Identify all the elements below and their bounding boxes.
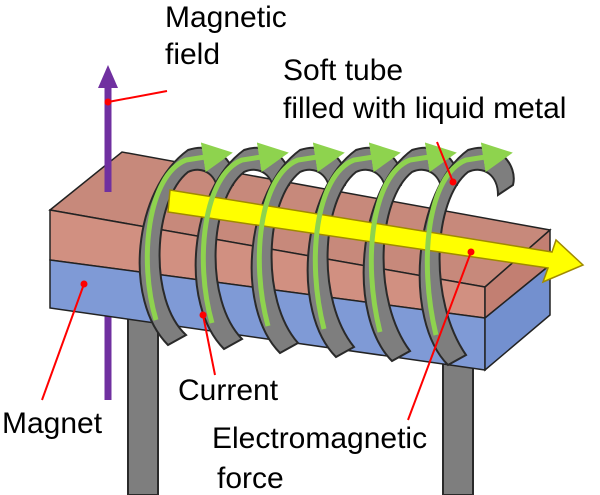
label-current: Current — [178, 374, 279, 407]
tube-right-leg — [442, 354, 474, 495]
label-soft-tube-line1: Soft tube — [283, 54, 403, 87]
leader-soft-tube — [436, 141, 454, 183]
current-arrow — [312, 142, 401, 330]
leader-magnet — [41, 283, 85, 401]
label-soft-tube-line2: filled with liquid metal — [283, 92, 566, 125]
label-em-force-line2: force — [217, 462, 284, 495]
electromagnetic-force-arrow — [167, 189, 585, 284]
label-magnetic-field-line2: field — [165, 38, 220, 71]
current-arrow — [144, 142, 233, 321]
leader-dot-em-force — [467, 248, 475, 256]
current-arrow — [256, 142, 345, 327]
leader-dot-soft-tube — [449, 178, 457, 186]
magnet-block — [48, 151, 552, 372]
leader-current — [202, 314, 216, 376]
leader-dot-magnetic-field — [104, 98, 112, 106]
label-em-force-line1: Electromagnetic — [212, 422, 427, 455]
leader-dot-magnet — [80, 280, 88, 288]
label-magnet: Magnet — [2, 407, 103, 440]
leader-dot-current — [199, 311, 207, 319]
magnetic-field-arrow-head — [98, 65, 118, 88]
leader-magnetic-field — [107, 90, 168, 103]
label-magnetic-field-line1: Magnetic — [165, 1, 287, 34]
current-arrows — [144, 142, 513, 336]
current-arrow — [424, 142, 513, 336]
leader-em-force — [407, 251, 472, 421]
current-arrow — [200, 142, 289, 324]
current-arrow — [368, 142, 457, 333]
